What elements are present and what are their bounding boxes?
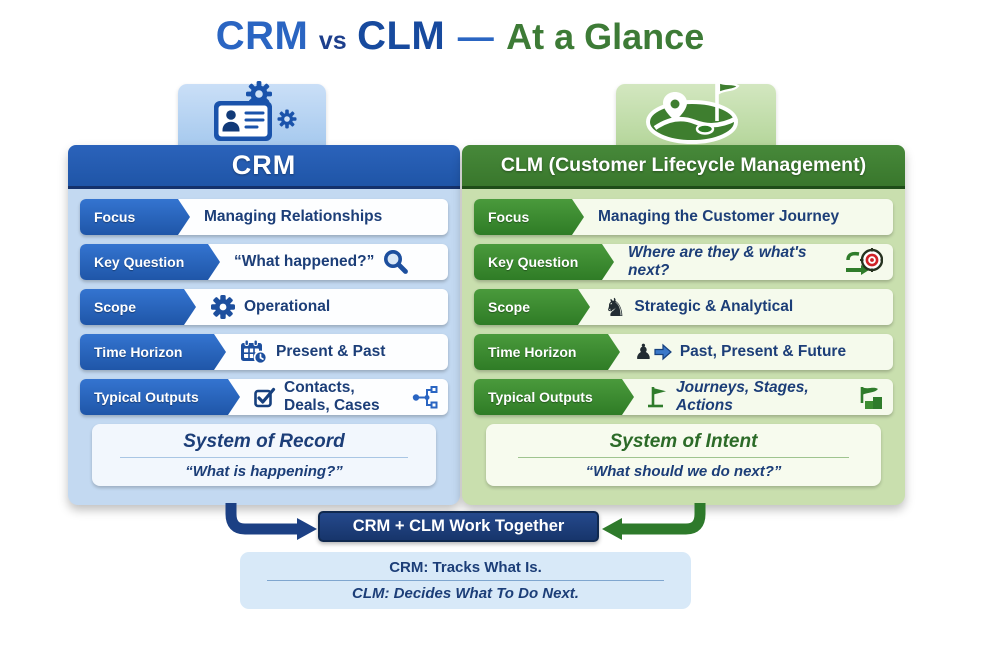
- summary-note-box: CRM: Tracks What Is. CLM: Decides What T…: [240, 552, 691, 609]
- crm-to-banner-arrow: [225, 503, 298, 535]
- journey-map-flag-icon: [646, 80, 740, 144]
- work-together-banner: CRM + CLM Work Together: [318, 511, 599, 542]
- crm-summary-box: System of Record “What is happening?”: [92, 424, 436, 486]
- title-dash: —: [457, 16, 494, 57]
- crm-summary-divider: [119, 456, 409, 458]
- pawn-arrow-icon: ♟: [634, 339, 672, 364]
- clm-summary-box: System of Intent “What should we do next…: [486, 424, 881, 486]
- note-crm-line: CRM: Tracks What Is.: [389, 559, 542, 576]
- forward-arrow-icon: [654, 343, 672, 361]
- clm-row-key-question: Key Question Where are they & what's nex…: [474, 244, 893, 280]
- clm-panel: CLM (Customer Lifecycle Management) Focu…: [462, 145, 905, 505]
- crm-typical-outputs-label: Typical Outputs: [80, 379, 240, 415]
- crm-row-typical-outputs: Typical Outputs Contacts, Deals, Cases: [80, 379, 448, 415]
- clm-row-scope: Scope ♞ Strategic & Analytical: [474, 289, 893, 325]
- crm-time-horizon-label: Time Horizon: [80, 334, 226, 370]
- clm-key-question-label: Key Question: [474, 244, 614, 280]
- note-divider: [267, 580, 664, 581]
- crm-scope-label: Scope: [80, 289, 196, 325]
- page-title: CRM vs CLM — At a Glance: [0, 14, 920, 59]
- flag-steps-icon: [860, 386, 882, 409]
- crm-tab: [178, 81, 326, 146]
- crm-row-key-question: Key Question “What happened?”: [80, 244, 448, 280]
- clm-summary-title: System of Intent: [609, 430, 758, 452]
- crm-focus-value: Managing Relationships: [204, 208, 383, 225]
- clm-panel-header: CLM (Customer Lifecycle Management): [462, 145, 905, 189]
- title-clm: CLM: [357, 14, 446, 58]
- gear-icon: [211, 295, 235, 319]
- clm-summary-divider: [517, 456, 850, 458]
- crm-row-scope: Scope: [80, 289, 448, 325]
- crm-focus-label: Focus: [80, 199, 190, 235]
- title-vs: vs: [318, 27, 347, 55]
- clm-row-focus: Focus Managing the Customer Journey: [474, 199, 893, 235]
- flag-icon: [648, 387, 666, 408]
- crm-panel-header: CRM: [68, 145, 460, 189]
- clm-scope-value: Strategic & Analytical: [634, 298, 794, 315]
- clm-focus-value: Managing the Customer Journey: [598, 208, 840, 225]
- clm-typical-outputs-value: Journeys, Stages, Actions: [676, 379, 809, 414]
- title-crm: CRM: [215, 14, 309, 58]
- clm-focus-label: Focus: [474, 199, 584, 235]
- knight-icon: ♞: [604, 292, 627, 322]
- crm-panel: CRM Focus Managing Relationships Key Que…: [68, 145, 460, 505]
- clm-time-horizon-label: Time Horizon: [474, 334, 620, 370]
- clm-row-time-horizon: Time Horizon ♟ Past, Present & Future: [474, 334, 893, 370]
- crm-summary-title: System of Record: [183, 430, 345, 452]
- crm-row-focus: Focus Managing Relationships: [80, 199, 448, 235]
- crm-key-question-label: Key Question: [80, 244, 220, 280]
- clm-key-question-value: Where are they & what's next?: [628, 244, 807, 279]
- note-clm-line: CLM: Decides What To Do Next.: [352, 585, 579, 602]
- crm-summary-subtitle: “What is happening?”: [185, 462, 343, 480]
- calendar-clock-icon: [241, 339, 268, 365]
- clm-scope-label: Scope: [474, 289, 590, 325]
- crm-row-time-horizon: Time Horizon Present & Pa: [80, 334, 448, 370]
- clm-row-typical-outputs: Typical Outputs Journeys, Stages, Action…: [474, 379, 893, 415]
- checkbox-icon: [254, 387, 276, 407]
- crm-typical-outputs-value: Contacts, Deals, Cases: [284, 379, 380, 414]
- target-journey-icon: [846, 248, 883, 275]
- crm-time-horizon-value: Present & Past: [276, 343, 386, 360]
- crm-scope-value: Operational: [244, 298, 331, 315]
- magnifier-icon: [384, 250, 409, 274]
- pipeline-icon: [412, 385, 438, 408]
- clm-typical-outputs-label: Typical Outputs: [474, 379, 634, 415]
- clm-summary-subtitle: “What should we do next?”: [585, 462, 782, 480]
- clm-time-horizon-value: Past, Present & Future: [679, 343, 847, 360]
- crm-key-question-value: “What happened?”: [234, 253, 375, 270]
- clm-to-banner-arrow: [621, 503, 706, 535]
- id-card-gears-icon: [214, 81, 297, 141]
- title-rest: At a Glance: [506, 16, 705, 57]
- pawn-glyph: ♟: [634, 339, 653, 364]
- clm-tab: [616, 80, 776, 146]
